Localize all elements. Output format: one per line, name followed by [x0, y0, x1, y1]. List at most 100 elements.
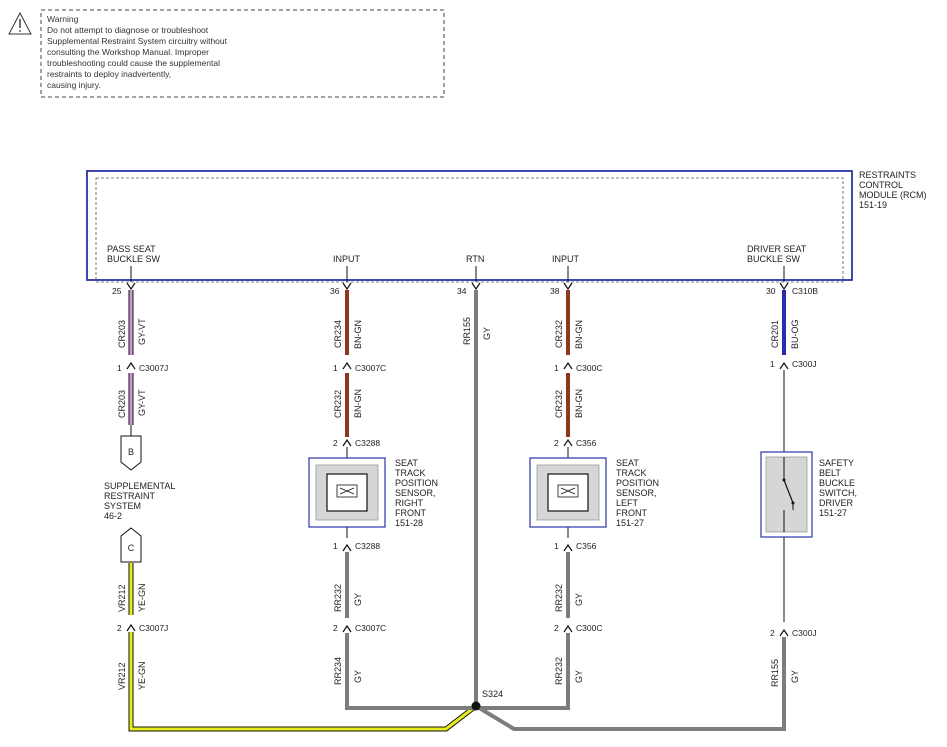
connector-arrow	[342, 543, 352, 552]
pin-label-input-38: INPUT	[552, 254, 580, 264]
circuit-id: CR203	[117, 390, 127, 418]
pin-number: 25	[112, 286, 122, 296]
wire-gy	[476, 633, 570, 710]
connector-name: C310B	[792, 286, 818, 296]
pin-number: 38	[550, 286, 560, 296]
circuit-id: RR234	[333, 657, 343, 685]
connector-name: C3288	[355, 541, 380, 551]
connector-name: C3007J	[139, 623, 168, 633]
pin-label-pass-seat: BUCKLE SW	[107, 254, 161, 264]
connector-arrow	[563, 282, 573, 291]
warning-text-line: causing injury.	[47, 80, 101, 90]
circuit-id: RR155	[462, 317, 472, 345]
page-reference-c[interactable]: C	[120, 527, 142, 563]
warning-text-line: restraints to deploy inadvertently,	[47, 69, 171, 79]
connector-arrow	[563, 624, 573, 633]
circuit-id: CR232	[554, 320, 564, 348]
seat-track-sensor-left: SEAT TRACK POSITION SENSOR, LEFT FRONT 1…	[529, 457, 659, 528]
pin-label-input-36: INPUT	[333, 254, 361, 264]
splice-s324: S324	[471, 689, 503, 711]
page-reference-b[interactable]: B	[120, 435, 142, 471]
connector-arrow	[342, 282, 352, 291]
circuit-color: GY	[790, 670, 800, 683]
pin-number: 34	[457, 286, 467, 296]
connector-pin: 2	[554, 438, 559, 448]
circuit-id: RR155	[770, 659, 780, 687]
connector-pin: 1	[770, 359, 775, 369]
circuit-color: BN-GN	[353, 389, 363, 418]
warning-text-line: consulting the Workshop Manual. Improper	[47, 47, 209, 57]
connector-pin: 2	[117, 623, 122, 633]
system-label-line: 46-2	[104, 511, 122, 521]
connector-arrow	[342, 624, 352, 633]
circuit-color: GY	[482, 327, 492, 340]
circuit-color: YE-GN	[137, 661, 147, 690]
sensor-left-label: FRONT	[616, 508, 647, 518]
pin-label-driver-seat: DRIVER SEAT	[747, 244, 807, 254]
switch-label: 151-27	[819, 508, 847, 518]
circuit-color: GY-VT	[137, 389, 147, 416]
pin-label-rtn: RTN	[466, 254, 484, 264]
circuit-color: BN-GN	[574, 320, 584, 349]
connector-name: C356	[576, 438, 597, 448]
connector-arrow	[126, 361, 136, 370]
circuit-id: VR212	[117, 584, 127, 612]
connector-arrow	[342, 361, 352, 370]
circuit-id: CR203	[117, 320, 127, 348]
circuit-color: YE-GN	[137, 583, 147, 612]
connector-arrow	[126, 623, 136, 632]
module-outline	[86, 170, 853, 281]
connector-pin: 2	[554, 623, 559, 633]
warning-panel: Warning Do not attempt to diagnose or tr…	[8, 9, 445, 98]
connector-pin: 1	[333, 363, 338, 373]
switch-label: BELT	[819, 468, 841, 478]
connector-pin: 1	[333, 541, 338, 551]
system-label-line: SUPPLEMENTAL	[104, 481, 175, 491]
circuit-labels: CR203 GY-VT CR203 GY-VT VR212 YE-GN VR21…	[117, 317, 800, 690]
module-name-line: MODULE (RCM)	[859, 190, 927, 200]
circuit-color: GY	[353, 593, 363, 606]
module-name-line: RESTRAINTS	[859, 170, 916, 180]
safety-belt-buckle-switch-driver: SAFETY BELT BUCKLE SWITCH, DRIVER 151-27	[760, 451, 857, 538]
pin-label-pass-seat: PASS SEAT	[107, 244, 156, 254]
pin-label-driver-seat: BUCKLE SW	[747, 254, 801, 264]
circuit-color: BN-GN	[353, 320, 363, 349]
rcm-module: RESTRAINTS CONTROL MODULE (RCM) 151-19 P…	[86, 170, 927, 296]
connector-arrow	[563, 361, 573, 370]
connector-arrow	[779, 361, 789, 370]
circuit-id: CR232	[333, 390, 343, 418]
sensor-left-label: TRACK	[616, 468, 647, 478]
sensor-left-label: POSITION	[616, 478, 659, 488]
connector-arrow	[779, 282, 789, 291]
connector-arrow	[779, 628, 789, 637]
connector-name: C3007C	[355, 623, 386, 633]
connector-arrow	[126, 282, 136, 291]
sensor-right-label: POSITION	[395, 478, 438, 488]
system-label-line: SYSTEM	[104, 501, 141, 511]
connector-arrow	[563, 543, 573, 552]
connector-arrows	[126, 282, 789, 637]
wire-outline	[128, 632, 478, 732]
switch-label: SWITCH,	[819, 488, 857, 498]
circuit-color: GY-VT	[137, 318, 147, 345]
wire-gy	[474, 637, 786, 731]
connector-pin: 2	[333, 438, 338, 448]
connector-pin: 1	[117, 363, 122, 373]
connector-arrow	[342, 438, 352, 447]
module-inner-outline	[95, 177, 844, 283]
circuit-color: GY	[574, 670, 584, 683]
warning-text-line: Warning	[47, 14, 79, 24]
warning-icon	[8, 11, 32, 35]
sensor-left-label: SEAT	[616, 458, 639, 468]
sensor-left-label: 151-27	[616, 518, 644, 528]
sensor-right-label: TRACK	[395, 468, 426, 478]
sensor-right-label: SEAT	[395, 458, 418, 468]
page-reference-b-label: B	[128, 447, 134, 457]
connector-name: C3007C	[355, 363, 386, 373]
connector-arrow	[471, 282, 481, 291]
splice-label: S324	[482, 689, 503, 699]
page-reference-c-label: C	[128, 543, 135, 553]
connector-pin: 1	[554, 541, 559, 551]
warning-text-line: Supplemental Restraint System circuitry …	[47, 36, 228, 46]
sensor-right-label: RIGHT	[395, 498, 424, 508]
